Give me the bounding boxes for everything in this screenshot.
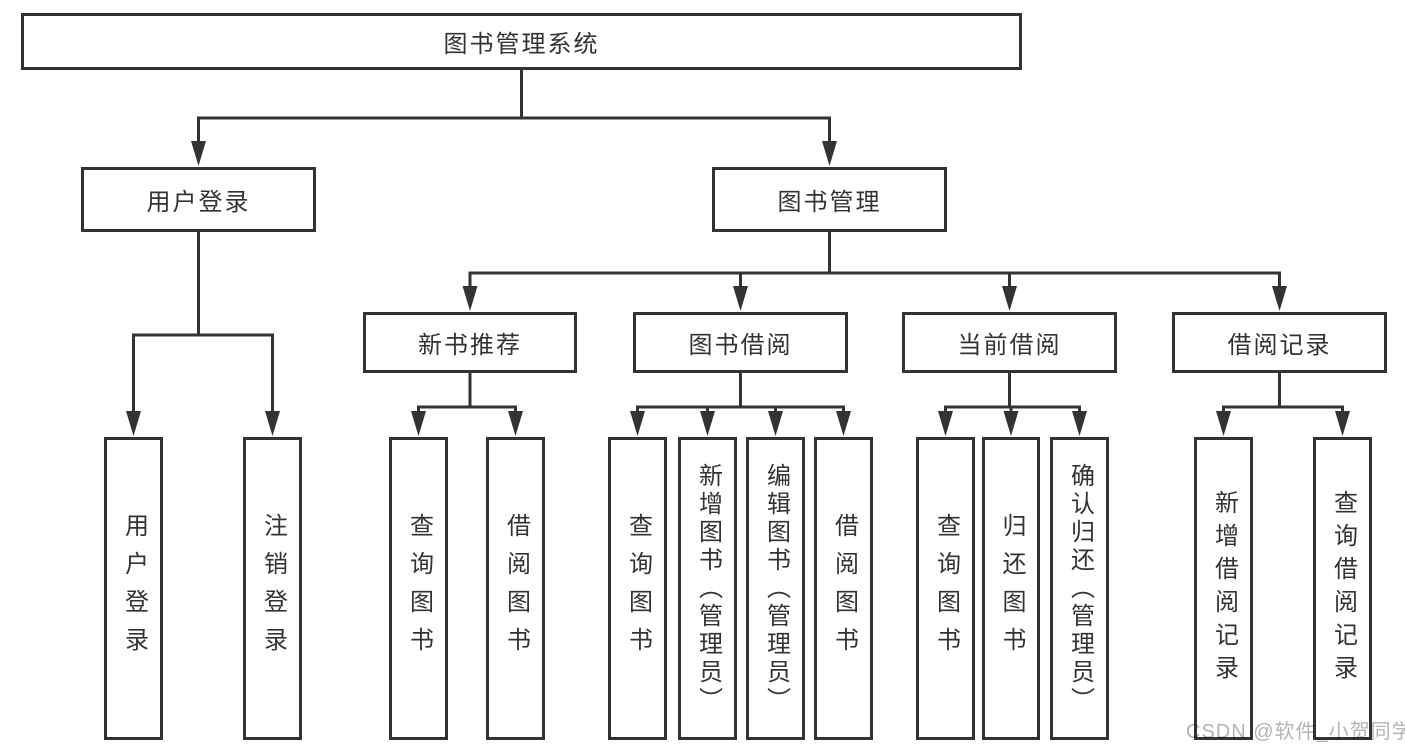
node-leaf-cb-query-books: 查询图书 xyxy=(916,437,975,740)
node-user-login: 用户登录 xyxy=(81,167,316,232)
arrowhead-icon xyxy=(1216,411,1231,436)
node-leaf-bb-edit-books: 编辑图书（管理员） xyxy=(746,437,805,740)
arrowhead-icon xyxy=(938,411,953,436)
arrowhead-icon xyxy=(1072,411,1087,436)
arrowhead-icon xyxy=(411,411,426,436)
arrowhead-icon xyxy=(822,141,837,166)
node-label: 用户登录 xyxy=(146,189,251,216)
node-current-borrowing: 当前借阅 xyxy=(902,312,1117,373)
arrowhead-icon xyxy=(126,411,141,436)
node-leaf-cb-return-books: 归还图书 xyxy=(982,437,1040,740)
node-label: 查询图书 xyxy=(624,512,652,665)
node-book-management: 图书管理 xyxy=(712,167,947,232)
node-leaf-nbr-query-books: 查询图书 xyxy=(389,437,448,740)
node-label: 用户登录 xyxy=(120,512,148,665)
arrowhead-icon xyxy=(733,286,748,311)
arrowhead-icon xyxy=(1272,286,1287,311)
node-label: 图书管理系统 xyxy=(443,31,600,58)
node-label: 查询借阅记录 xyxy=(1329,489,1357,688)
arrowhead-icon xyxy=(1335,411,1350,436)
arrowhead-icon xyxy=(700,411,715,436)
node-label: 归还图书 xyxy=(998,512,1025,665)
node-book-borrowing: 图书借阅 xyxy=(633,312,848,373)
node-leaf-bb-add-books: 新增图书（管理员） xyxy=(678,437,737,740)
arrowhead-icon xyxy=(630,411,645,436)
node-leaf-br-add-record: 新增借阅记录 xyxy=(1194,437,1253,740)
node-leaf-logout: 注销登录 xyxy=(243,437,302,740)
node-label: 借阅图书 xyxy=(502,512,530,665)
node-leaf-nbr-borrow-books: 借阅图书 xyxy=(486,437,545,740)
arrowhead-icon xyxy=(462,286,478,311)
watermark-text: CSDN @软件_小贺同学 xyxy=(1186,721,1405,743)
arrowhead-icon xyxy=(1003,411,1019,436)
arrowhead-icon xyxy=(508,411,523,436)
node-label: 新增借阅记录 xyxy=(1210,489,1238,688)
arrowhead-icon xyxy=(191,141,206,166)
node-label: 借阅图书 xyxy=(830,512,858,665)
node-leaf-bb-query-books: 查询图书 xyxy=(608,437,667,740)
arrowhead-icon xyxy=(768,411,783,436)
node-new-book-recommend: 新书推荐 xyxy=(363,312,577,373)
arrowhead-icon xyxy=(1002,286,1017,311)
node-leaf-cb-confirm-return: 确认归还（管理员） xyxy=(1050,437,1109,740)
node-borrowing-records: 借阅记录 xyxy=(1172,312,1387,373)
node-leaf-br-query-record: 查询借阅记录 xyxy=(1313,437,1372,740)
node-label: 图书借阅 xyxy=(688,332,793,359)
node-leaf-user-login: 用户登录 xyxy=(104,437,163,740)
node-root: 图书管理系统 xyxy=(21,13,1022,70)
node-label: 图书管理 xyxy=(777,189,882,216)
node-label: 注销登录 xyxy=(259,512,287,665)
node-label: 当前借阅 xyxy=(957,332,1062,359)
arrowhead-icon xyxy=(265,411,280,436)
node-label: 查询图书 xyxy=(405,512,433,665)
node-label: 新增图书（管理员） xyxy=(694,462,722,715)
node-label: 新书推荐 xyxy=(418,332,522,359)
node-label: 编辑图书（管理员） xyxy=(762,462,790,715)
node-label: 确认归还（管理员） xyxy=(1066,462,1094,715)
node-label: 查询图书 xyxy=(932,512,960,665)
node-label: 借阅记录 xyxy=(1227,332,1332,359)
node-leaf-bb-borrow-books: 借阅图书 xyxy=(814,437,873,740)
arrowhead-icon xyxy=(836,411,851,436)
